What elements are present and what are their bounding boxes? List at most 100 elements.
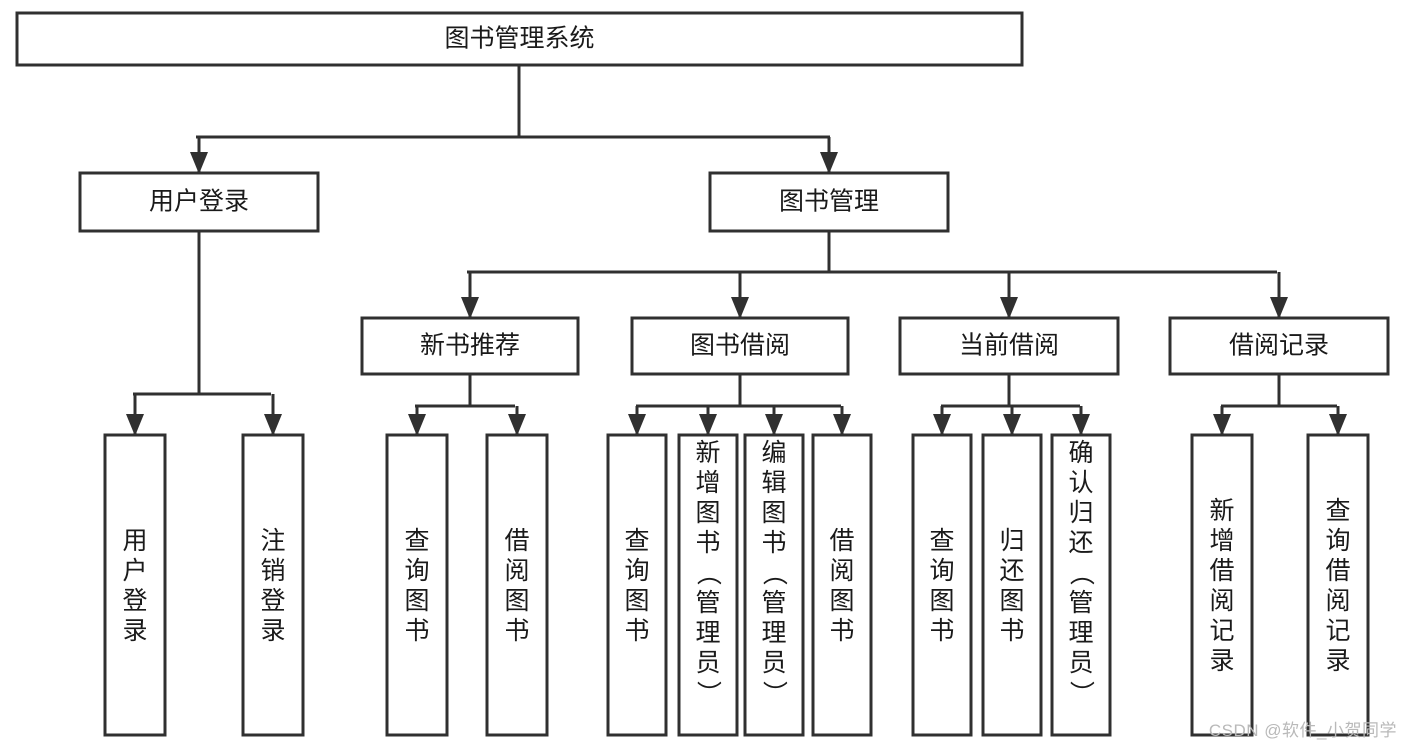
node-box[interactable] bbox=[103, 433, 167, 737]
node-borrow[interactable]: 图书借阅 bbox=[630, 316, 850, 376]
edge-current-to-leaf-query-book-3 bbox=[933, 406, 951, 436]
node-label-char: 询 bbox=[624, 557, 649, 585]
node-box[interactable] bbox=[1306, 433, 1370, 737]
node-records[interactable]: 借阅记录 bbox=[1168, 316, 1390, 376]
edge-current-to-leaf-return-book bbox=[1003, 406, 1021, 436]
edge-borrow-to-leaf-edit-book bbox=[765, 406, 783, 436]
node-label-char: 图 bbox=[929, 587, 954, 615]
node-login[interactable]: 用户登录 bbox=[78, 171, 320, 233]
node-box[interactable] bbox=[677, 433, 739, 737]
node-box[interactable] bbox=[1050, 433, 1112, 737]
connector-group-bus-borrow bbox=[636, 374, 841, 408]
node-label-char: 登 bbox=[260, 587, 285, 615]
arrow-head-icon bbox=[126, 414, 144, 436]
node-box[interactable] bbox=[1168, 316, 1390, 376]
node-box[interactable] bbox=[360, 316, 580, 376]
edge-bookmgmt-to-current bbox=[1000, 272, 1018, 319]
arrow-head-icon bbox=[1213, 414, 1231, 436]
node-label-char: 录 bbox=[260, 617, 285, 645]
node-root[interactable]: 图书管理系统 bbox=[15, 11, 1024, 67]
node-box[interactable] bbox=[898, 316, 1120, 376]
node-label-char: 书 bbox=[829, 617, 854, 645]
node-label: 用户登录 bbox=[149, 188, 249, 216]
node-label-char: 图 bbox=[404, 587, 429, 615]
node-box[interactable] bbox=[606, 433, 668, 737]
node-label-char: 还 bbox=[999, 557, 1024, 585]
node-label-char: 登 bbox=[122, 587, 147, 615]
node-label-char: 管 bbox=[1068, 589, 1093, 617]
node-label-char: 员 bbox=[695, 649, 720, 677]
node-box[interactable] bbox=[743, 433, 805, 737]
edge-bookmgmt-to-records bbox=[1270, 272, 1288, 319]
node-bookmgmt[interactable]: 图书管理 bbox=[708, 171, 950, 233]
node-box[interactable] bbox=[1190, 433, 1254, 737]
node-label-char: 图 bbox=[999, 587, 1024, 615]
node-label-char: 理 bbox=[761, 619, 786, 647]
node-label-char: ） bbox=[1067, 680, 1095, 705]
node-current[interactable]: 当前借阅 bbox=[898, 316, 1120, 376]
node-label-char: 书 bbox=[624, 617, 649, 645]
node-label-char: 借 bbox=[1325, 557, 1350, 585]
node-label-char: 阅 bbox=[1325, 587, 1350, 615]
node-leaf-user-login[interactable]: 用户登录 bbox=[103, 433, 167, 737]
node-label-char: 新 bbox=[1209, 497, 1234, 525]
node-box[interactable] bbox=[911, 433, 973, 737]
node-box[interactable] bbox=[708, 171, 950, 233]
node-newbook[interactable]: 新书推荐 bbox=[360, 316, 580, 376]
node-box[interactable] bbox=[485, 433, 549, 737]
node-box[interactable] bbox=[15, 11, 1024, 67]
node-box[interactable] bbox=[78, 171, 320, 233]
node-label-char: （ bbox=[1067, 560, 1095, 585]
node-label-char: 阅 bbox=[504, 557, 529, 585]
connector-group-bus-records bbox=[1221, 374, 1337, 408]
edge-borrow-to-leaf-add-book bbox=[699, 406, 717, 436]
node-label-vertical: 用户登录 bbox=[122, 527, 147, 645]
arrow-head-icon bbox=[461, 297, 479, 319]
node-box[interactable] bbox=[241, 433, 305, 737]
node-label-char: （ bbox=[760, 560, 788, 585]
node-label-char: 书 bbox=[929, 617, 954, 645]
node-label-char: 询 bbox=[1325, 527, 1350, 555]
node-box[interactable] bbox=[630, 316, 850, 376]
node-label: 图书借阅 bbox=[690, 332, 790, 360]
node-label-char: 户 bbox=[122, 557, 147, 585]
node-label-char: 借 bbox=[829, 527, 854, 555]
node-box[interactable] bbox=[811, 433, 873, 737]
node-box[interactable] bbox=[981, 433, 1043, 737]
node-box[interactable] bbox=[385, 433, 449, 737]
edge-current-to-leaf-confirm-return bbox=[1072, 406, 1090, 436]
edge-newbook-to-leaf-query-book-1 bbox=[408, 406, 426, 436]
node-label-char: 图 bbox=[829, 587, 854, 615]
edge-records-to-leaf-add-record bbox=[1213, 406, 1231, 436]
connector-group-bus-root bbox=[196, 65, 830, 139]
arrow-head-icon bbox=[1003, 414, 1021, 436]
node-label-char: 员 bbox=[1068, 649, 1093, 677]
node-label: 图书管理 bbox=[779, 188, 879, 216]
node-label-char: 新 bbox=[695, 439, 720, 467]
node-label-char: 图 bbox=[695, 499, 720, 527]
edge-records-to-leaf-query-record bbox=[1329, 406, 1347, 436]
node-label: 新书推荐 bbox=[420, 332, 520, 360]
node-label-char: 辑 bbox=[761, 469, 786, 497]
csdn-watermark: CSDN @软件_小贺同学 bbox=[1208, 721, 1397, 740]
node-label-char: 记 bbox=[1209, 617, 1234, 645]
node-label-char: 认 bbox=[1068, 469, 1093, 497]
